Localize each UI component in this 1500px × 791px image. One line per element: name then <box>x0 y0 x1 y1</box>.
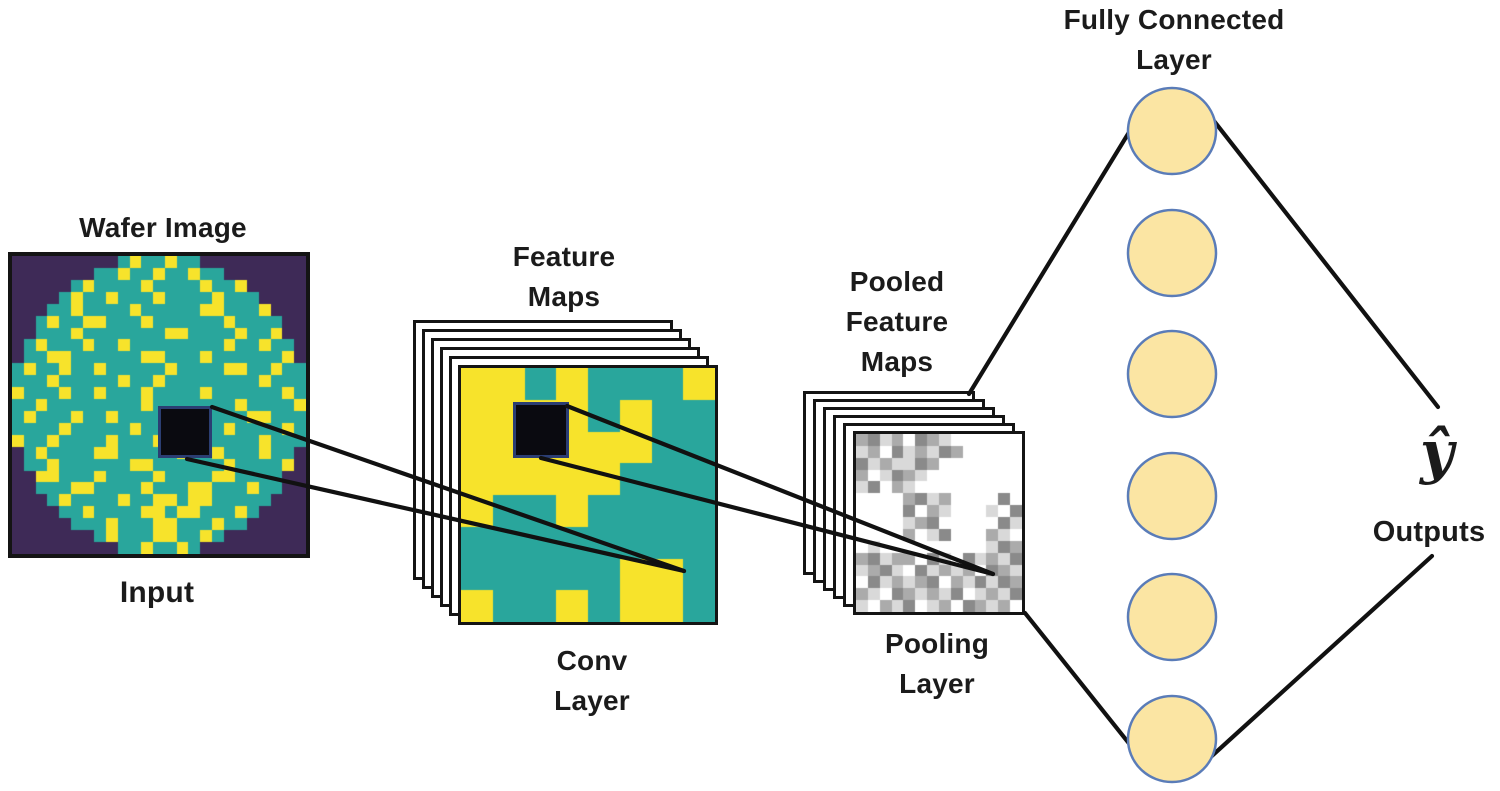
pooled-map-pixel-grid <box>856 434 1022 612</box>
output-symbol-yhat: ŷ <box>1420 418 1454 486</box>
feature-map-front-sheet <box>458 365 718 625</box>
connection-line <box>966 95 1153 397</box>
fc-neuron <box>1126 329 1218 419</box>
connection-line <box>538 455 996 577</box>
wafer-pixel-grid <box>12 256 306 554</box>
fc-neuron <box>1126 694 1218 784</box>
connection-line <box>1189 553 1435 777</box>
pooling-layer-label: Pooling Layer <box>884 628 990 699</box>
input-label: Input <box>119 576 195 609</box>
wafer-image-label: Wafer Image <box>79 212 247 243</box>
wafer-receptive-field-marker <box>158 406 212 458</box>
fc-neuron <box>1126 208 1218 298</box>
feature-maps-label: Feature Maps <box>512 241 616 312</box>
fc-neuron <box>1126 86 1218 176</box>
feature-map-pixel-grid <box>461 368 715 622</box>
connection-line <box>209 404 687 574</box>
conv-layer-label: Conv Layer <box>554 645 630 716</box>
pooled-feature-map-front-sheet <box>853 431 1025 615</box>
connection-line <box>184 456 687 574</box>
wafer-input-image <box>8 252 310 558</box>
fc-neuron <box>1126 572 1218 662</box>
fc-neuron <box>1126 451 1218 541</box>
pooled-feature-maps-label: Pooled Feature Maps <box>845 266 949 377</box>
outputs-label: Outputs <box>1372 516 1486 548</box>
connection-line <box>1193 95 1441 410</box>
connection-line <box>564 403 996 577</box>
fully-connected-layer-label: Fully Connected Layer <box>1063 4 1285 75</box>
